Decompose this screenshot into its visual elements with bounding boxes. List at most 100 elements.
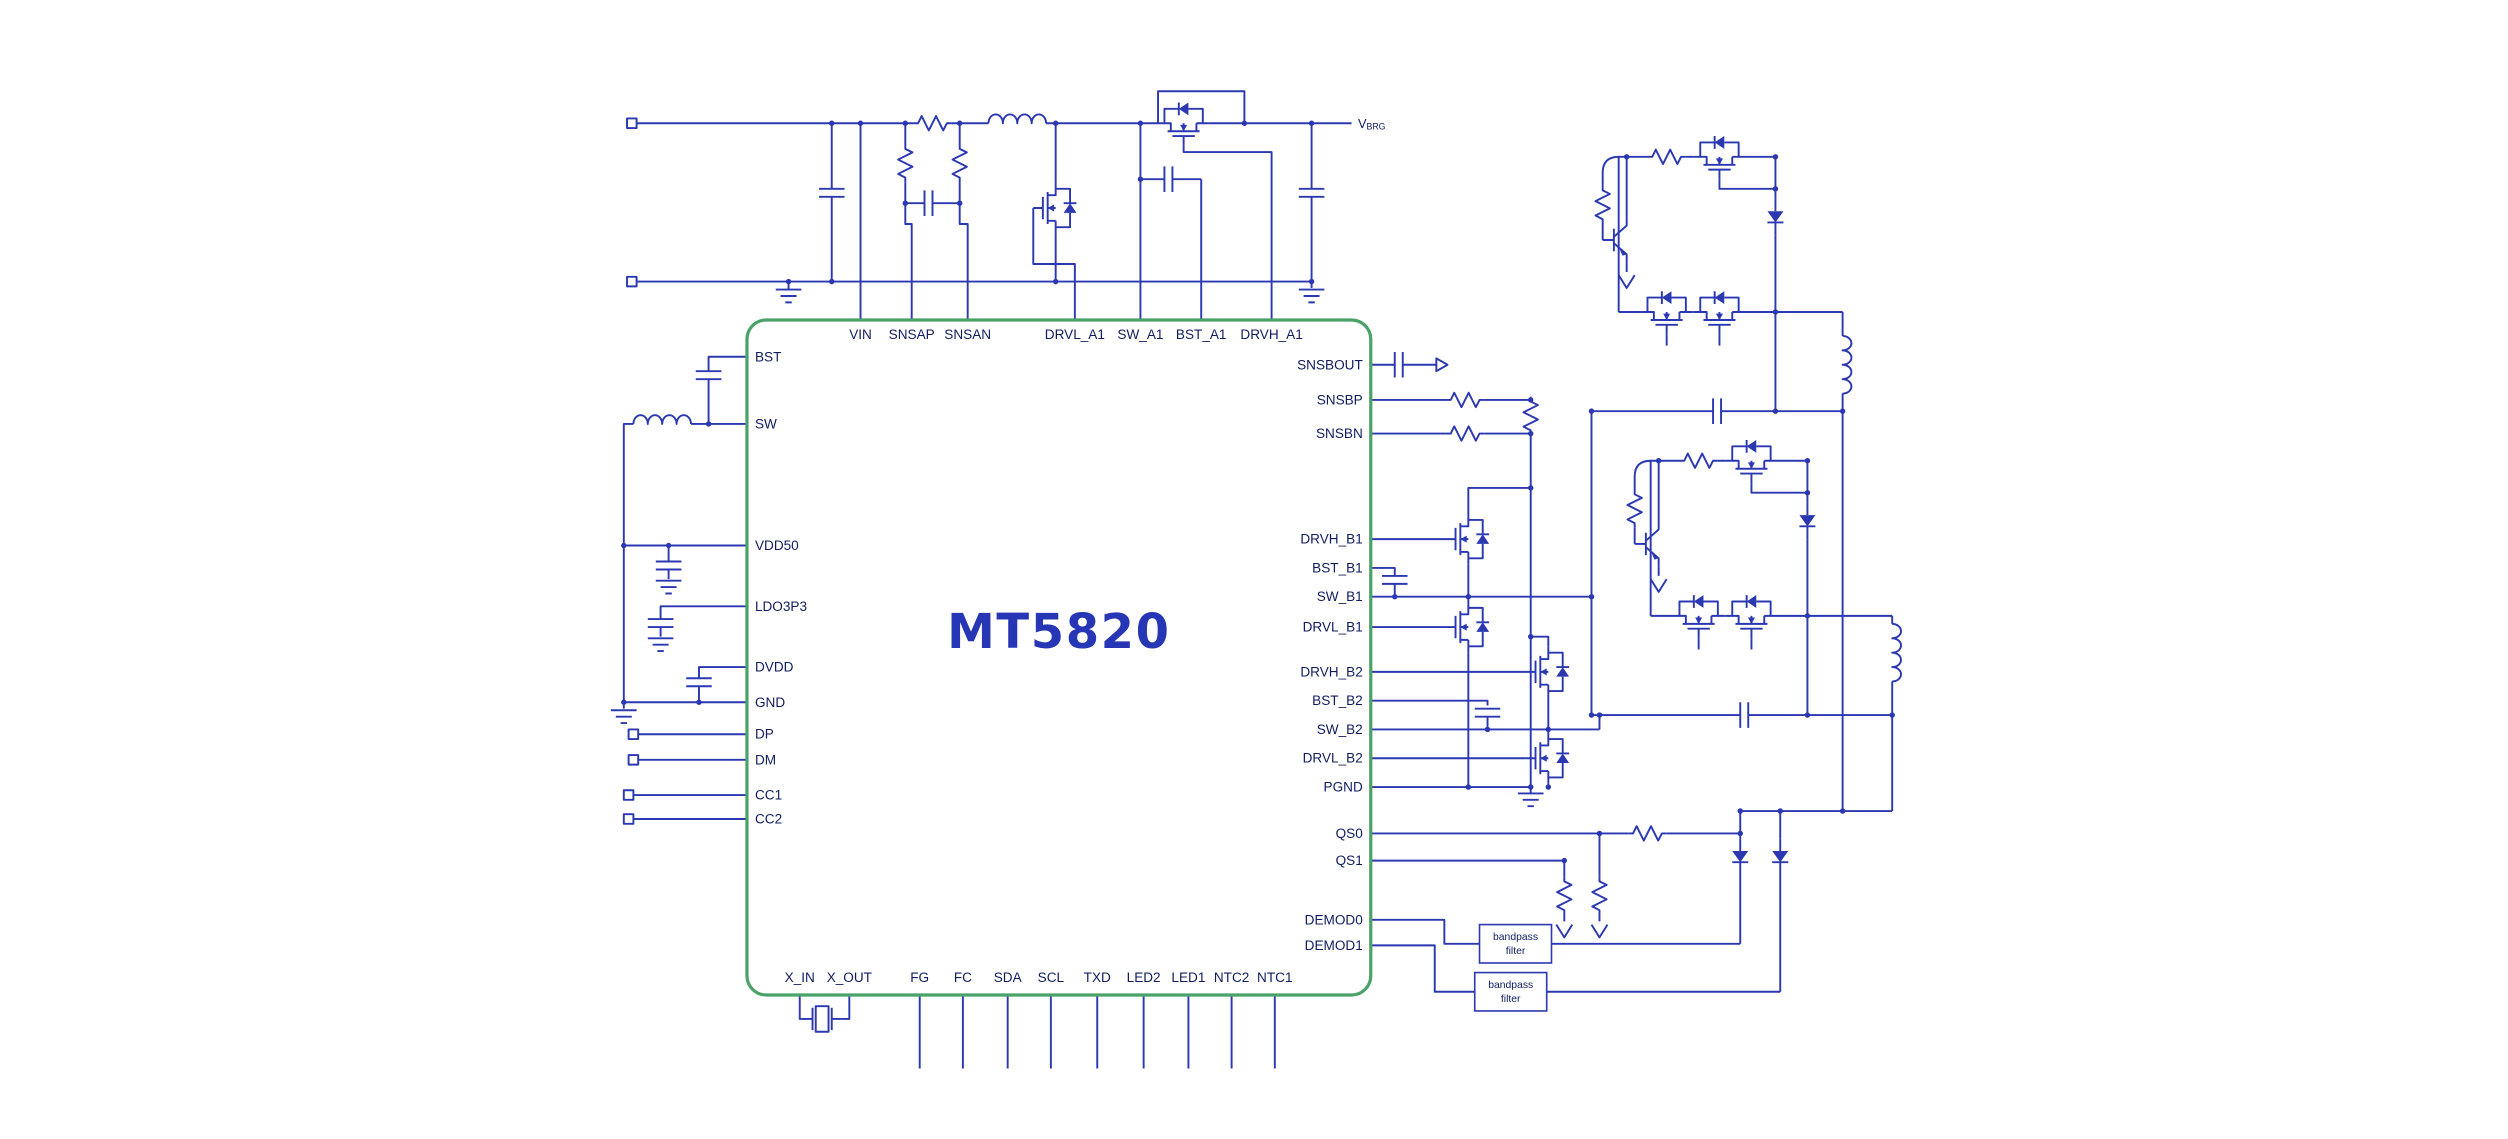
mosfet-symbol [1692, 135, 1747, 181]
mosfet-symbol [1524, 731, 1571, 785]
ground-arrow-symbol [1649, 578, 1668, 593]
bandpass-filter-text-line2: filter [1506, 946, 1526, 957]
bandpass-filter-text-line2: filter [1501, 994, 1521, 1005]
mosfet-symbol [1724, 438, 1778, 485]
pin-label-drvl-b1: DRVL_B1 [1303, 620, 1363, 635]
pin-label-snsbn: SNSBN [1316, 426, 1363, 441]
vbrg-net-label: VBRG [1358, 116, 1386, 132]
pin-label-bst-a1: BST_A1 [1176, 327, 1227, 342]
pin-label-sw-a1: SW_A1 [1117, 327, 1163, 342]
mosfet-symbol [1032, 181, 1078, 235]
cc2-terminal [622, 813, 635, 825]
pin-label-led2: LED2 [1127, 970, 1161, 985]
pin-label-demod1: DEMOD1 [1305, 938, 1363, 953]
npn-transistor-symbol [1601, 216, 1628, 264]
resistor-symbol [897, 143, 914, 184]
inductor-symbol [1841, 335, 1853, 395]
ground-symbol [774, 288, 803, 304]
pin-label-snsap: SNSAP [889, 327, 935, 342]
snsbout-terminal [1435, 357, 1449, 373]
capacitor-symbol [685, 677, 713, 688]
pin-label-qs0: QS0 [1336, 826, 1364, 841]
resistor-symbol [1678, 452, 1719, 469]
circuit-wires [622, 90, 1894, 1069]
npn-transistor-symbol [1633, 520, 1660, 568]
diode-symbol [1798, 501, 1817, 541]
ground-symbol [654, 579, 683, 595]
dm-terminal [627, 754, 640, 766]
capacitor-symbol [1297, 187, 1326, 198]
pin-label-dp: DP [755, 727, 774, 742]
capacitor-symbol [1473, 707, 1502, 718]
diode-symbol [1731, 837, 1750, 876]
input-terminal [626, 117, 638, 130]
capacitor-symbol [654, 560, 683, 571]
pin-label-drvh-b1: DRVH_B1 [1300, 532, 1362, 547]
capacitor-symbol [1380, 574, 1409, 585]
pin-label-sw-b1: SW_B1 [1317, 589, 1363, 604]
pin-label-ntc1: NTC1 [1257, 970, 1292, 985]
mosfet-symbol [1640, 290, 1694, 336]
crystal-symbol [801, 1005, 843, 1033]
bandpass-filter-block-top: bandpass filter [1478, 923, 1553, 964]
mosfet-symbol [1672, 594, 1726, 640]
pin-label-fg: FG [910, 970, 929, 985]
pin-label-txd: TXD [1084, 970, 1111, 985]
chip-pins-left: BST SW VDD50 LDO3P3 DVDD GND DP DM CC1 C… [755, 349, 807, 826]
ground-arrow-symbol [1590, 923, 1609, 939]
ground-symbol [646, 637, 675, 653]
pin-label-cc1: CC1 [755, 788, 782, 803]
ground-symbol [610, 709, 638, 725]
pin-label-qs1: QS1 [1336, 853, 1363, 868]
vbrg-sub: BRG [1366, 121, 1385, 131]
wires-bottom-pins [798, 994, 1276, 1069]
pin-label-sw-b2: SW_B2 [1317, 722, 1363, 737]
pin-label-ntc2: NTC2 [1214, 970, 1249, 985]
bandpass-filter-block-bottom: bandpass filter [1473, 971, 1548, 1012]
capacitor-symbol [694, 370, 723, 381]
capacitor-symbol [1739, 701, 1750, 729]
wires-resonant-block-1 [1591, 155, 1844, 812]
resistor-symbol [1646, 148, 1687, 165]
capacitor-symbol [646, 618, 675, 629]
pin-label-led1: LED1 [1171, 970, 1205, 985]
input-terminal [626, 275, 638, 288]
pin-label-cc2: CC2 [755, 812, 782, 827]
pin-label-drvl-b2: DRVL_B2 [1303, 751, 1363, 766]
chip-pins-bottom: X_IN X_OUT FG FC SDA SCL TXD LED2 LED1 N… [785, 970, 1293, 985]
pin-label-x-out: X_OUT [827, 970, 872, 985]
pin-label-drvl-a1: DRVL_A1 [1045, 327, 1105, 342]
pin-label-vdd50: VDD50 [755, 538, 799, 553]
chip-pins-top: VIN SNSAP SNSAN DRVL_A1 SW_A1 BST_A1 DRV… [849, 327, 1303, 342]
pin-label-snsbp: SNSBP [1317, 392, 1363, 407]
pin-label-drvh-b2: DRVH_B2 [1300, 664, 1362, 679]
pin-label-bst: BST [755, 349, 781, 364]
resistor-symbol [951, 143, 968, 184]
pin-label-bst-b2: BST_B2 [1312, 693, 1363, 708]
resistor-symbol [912, 115, 953, 132]
capacitor-symbol [1712, 397, 1723, 425]
cc1-terminal [622, 789, 635, 801]
pin-label-vin: VIN [849, 327, 872, 342]
resistor-symbol [1627, 825, 1668, 842]
pin-label-pgnd: PGND [1324, 780, 1363, 795]
mosfet-symbol [1444, 512, 1491, 566]
diode-symbol [1766, 197, 1785, 237]
pin-label-drvh-a1: DRVH_A1 [1240, 327, 1302, 342]
resistor-symbol [1591, 875, 1608, 916]
pin-label-snsbout: SNSBOUT [1297, 357, 1363, 372]
mosfet-symbol [1157, 101, 1211, 147]
chip-body [745, 318, 1373, 997]
circuit-components [610, 101, 1902, 1033]
chip-pins-right: SNSBOUT SNSBP SNSBN DRVH_B1 BST_B1 SW_B1… [1297, 357, 1363, 953]
chip-name: MT5820 [947, 604, 1171, 660]
resistor-symbol [1626, 488, 1643, 529]
pin-label-dm: DM [755, 752, 776, 767]
diode-symbol [1771, 837, 1790, 876]
mosfet-symbol [1692, 290, 1747, 336]
resistor-symbol [1444, 425, 1486, 442]
ground-arrow-symbol [1555, 923, 1574, 939]
bandpass-filter-text-line1: bandpass [1488, 980, 1533, 991]
pin-label-sw: SW [755, 416, 777, 431]
